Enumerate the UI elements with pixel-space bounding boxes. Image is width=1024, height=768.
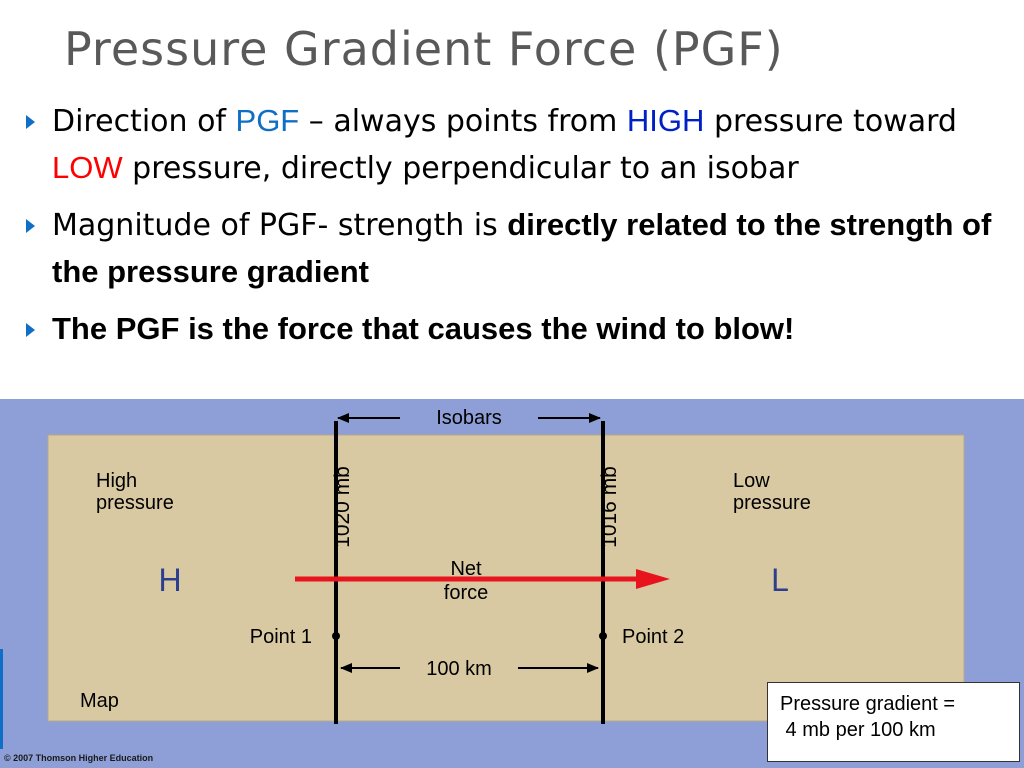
bullet-text: Direction of	[52, 104, 236, 139]
point-1-dot	[332, 632, 340, 640]
isobars-label: Isobars	[436, 407, 502, 429]
diagram-svg: Isobars 1020 mb 1016 mb High pressure Lo…	[47, 407, 965, 724]
isobar-1016-label: 1016 mb	[598, 466, 621, 548]
bullet-magnitude: Magnitude of PGF- strength is directly r…	[22, 202, 1012, 296]
pressure-gradient-note: Pressure gradient = 4 mb per 100 km	[767, 682, 1020, 762]
bold-text: directly related to the strength of the …	[52, 207, 992, 289]
high-highlight: HIGH	[626, 103, 705, 138]
point-2-dot	[599, 632, 607, 640]
low-pressure-label-line2: pressure	[733, 492, 811, 514]
bullet-text: – always points from	[299, 104, 627, 139]
point-2-label: Point 2	[622, 626, 684, 648]
net-force-arrowhead-icon	[636, 569, 670, 589]
bullet-direction: Direction of PGF – always points from HI…	[22, 98, 1012, 192]
map-label: Map	[80, 690, 119, 712]
bullet-text: Magnitude of PGF- strength is	[52, 208, 508, 243]
bullet-text: pressure toward	[704, 104, 957, 139]
bullet-arrow-icon	[26, 323, 35, 337]
net-force-label-line2: force	[444, 582, 488, 604]
bullet-list: Direction of PGF – always points from HI…	[22, 98, 1012, 362]
left-edge-strip	[0, 649, 3, 749]
point-1-label: Point 1	[250, 626, 312, 648]
bullet-arrow-icon	[26, 115, 35, 129]
high-symbol: H	[158, 562, 181, 598]
copyright-credit: © 2007 Thomson Higher Education	[4, 753, 154, 763]
bullet-text: pressure, directly perpendicular to an i…	[122, 151, 799, 186]
high-pressure-label-line1: High	[96, 470, 137, 492]
low-highlight: LOW	[52, 150, 123, 185]
pgf-highlight: PGF	[235, 103, 300, 138]
bullet-wind: The PGF is the force that causes the win…	[22, 306, 1012, 352]
bullet-arrow-icon	[26, 219, 35, 233]
distance-label: 100 km	[426, 658, 492, 680]
bullet-text: The PGF is the force that causes the win…	[52, 311, 795, 346]
net-force-label-line1: Net	[450, 558, 482, 580]
pgf-diagram: Isobars 1020 mb 1016 mb High pressure Lo…	[0, 399, 1024, 768]
low-pressure-label-line1: Low	[733, 470, 770, 492]
isobar-1020-label: 1020 mb	[331, 466, 354, 548]
high-pressure-label-line2: pressure	[96, 492, 174, 514]
slide-title: Pressure Gradient Force (PGF)	[64, 22, 784, 76]
low-symbol: L	[771, 562, 789, 598]
